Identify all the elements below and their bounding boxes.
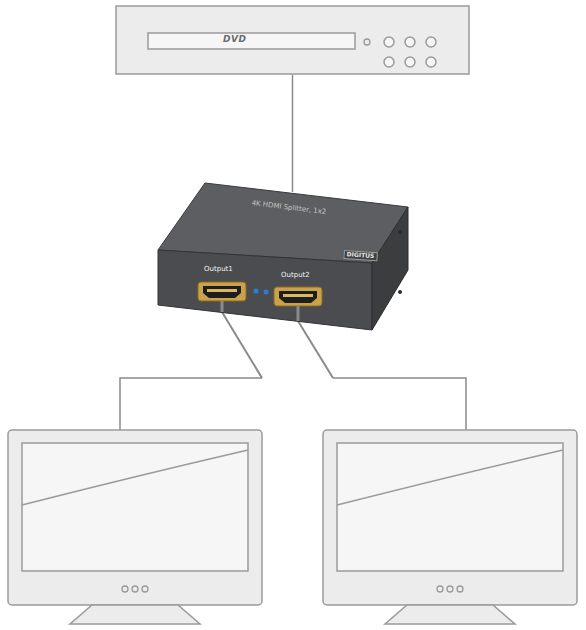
port-label: Output1	[204, 266, 233, 274]
dvd-player: DVD	[115, 5, 470, 75]
hdmi-splitter: 4K HDMI Splitter, 1x2DIGITUSOutput1Outpu…	[150, 192, 410, 332]
monitor	[323, 430, 577, 624]
monitor	[8, 430, 262, 624]
cable-run	[120, 378, 466, 430]
port-label: Output2	[281, 272, 310, 280]
dvd-player-body	[115, 5, 470, 75]
hdmi-cable	[292, 75, 293, 192]
hdmi-splitter-body	[150, 192, 410, 332]
dvd-logo: DVD	[223, 35, 246, 45]
